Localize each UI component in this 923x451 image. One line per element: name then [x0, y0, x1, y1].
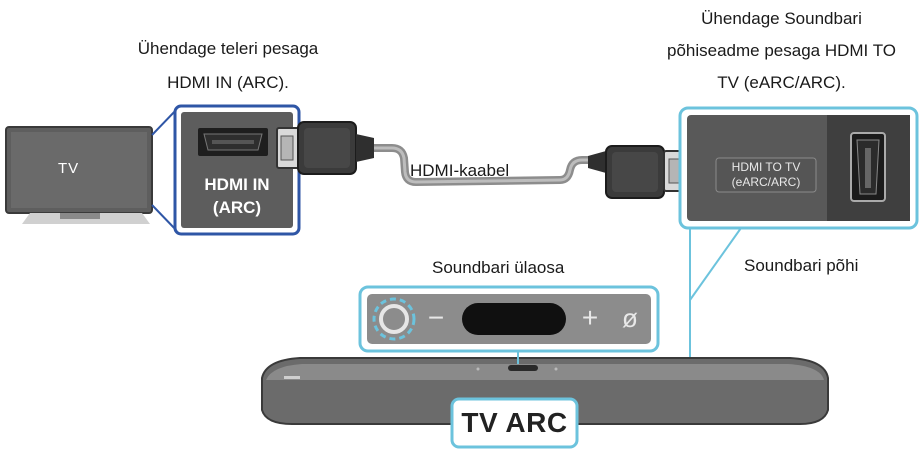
power-button-icon	[372, 297, 416, 341]
soundbar-port-label-line2: (eARC/ARC)	[731, 175, 801, 189]
soundbar-top-caption: Soundbari ülaosa	[432, 258, 565, 277]
tv-illustration	[5, 126, 153, 224]
soundbar-illustration	[261, 357, 829, 425]
soundbar-connect-instruction-line1: Ühendage Soundbari	[701, 9, 862, 28]
cable-label: HDMI-kaabel	[410, 161, 510, 180]
hdmi-port-icon	[198, 128, 268, 156]
tv-screen-label: TV	[58, 160, 80, 177]
tv-connect-instruction-line2: HDMI IN (ARC).	[167, 73, 289, 92]
volume-down-icon: −	[427, 302, 445, 333]
tv-port-label-line1: HDMI IN	[204, 175, 270, 194]
mic-off-icon: ø	[622, 303, 638, 333]
volume-up-icon: +	[581, 302, 599, 333]
tv-arc-box	[450, 397, 579, 449]
soundbar-connect-instruction-line3: TV (eARC/ARC).	[717, 73, 846, 92]
soundbar-top-panel	[358, 285, 660, 353]
tv-arc-label: TV ARC	[461, 407, 568, 438]
display-window	[462, 303, 566, 335]
soundbar-connect-instruction-line2: põhiseadme pesaga HDMI TO	[667, 41, 896, 60]
soundbar-port-label-line1: HDMI TO TV	[731, 160, 801, 174]
soundbar-hdmi-port-icon	[850, 132, 886, 202]
soundbar-rear-caption: Soundbari põhi	[744, 256, 859, 275]
tv-port-label-line2: (ARC)	[212, 198, 262, 217]
tv-connect-instruction-line1: Ühendage teleri pesaga	[137, 39, 319, 58]
